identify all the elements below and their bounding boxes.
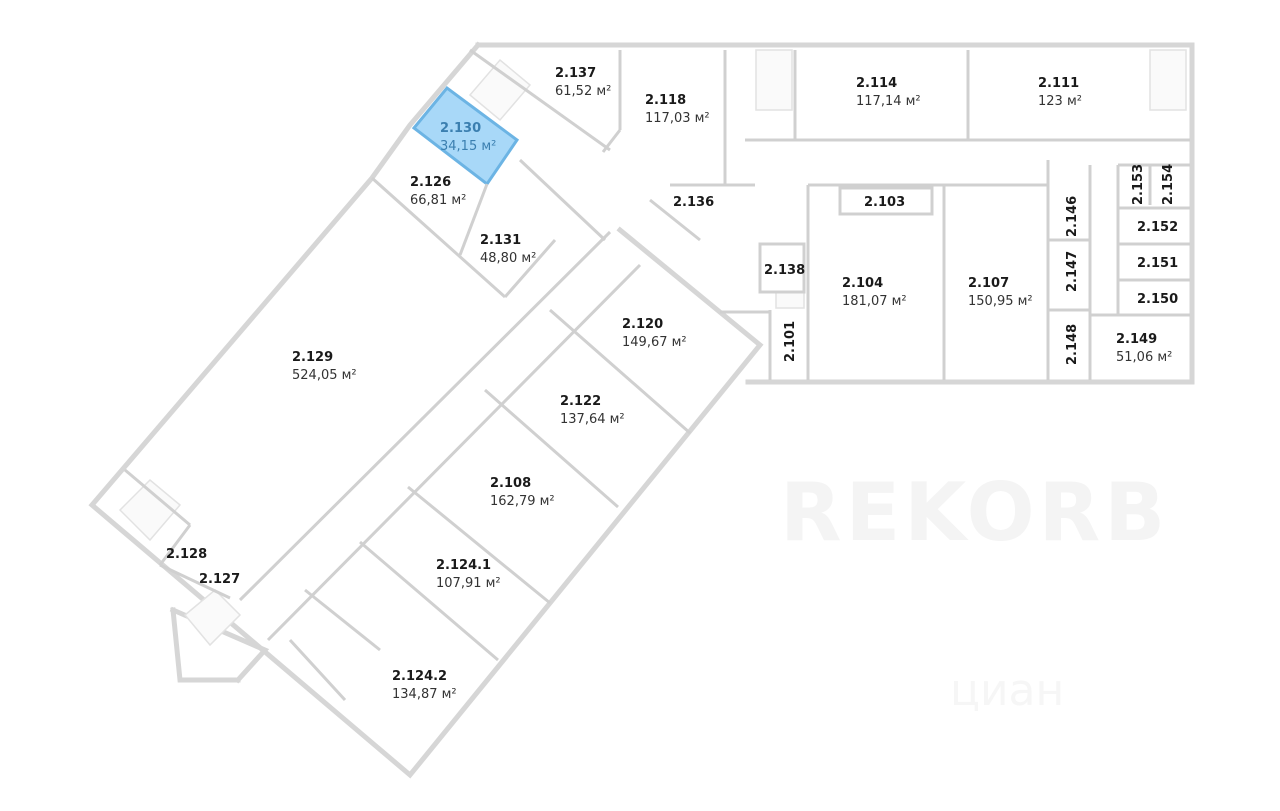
room-number: 2.118 [645,93,686,108]
room-number: 2.154 [1161,164,1176,205]
room-number: 2.138 [764,263,805,278]
room-number: 2.136 [673,195,714,210]
room-number: 2.124.2 [392,669,447,684]
room-number: 2.114 [856,76,897,91]
room-number: 2.120 [622,317,663,332]
room-2-137[interactable]: 2.137 61,52 м² [555,66,611,99]
room-2-138[interactable]: 2.138 [764,263,805,278]
room-2-103[interactable]: 2.103 [864,195,905,210]
room-area: 51,06 м² [1116,350,1172,365]
room-number: 2.127 [199,572,240,587]
room-number: 2.130 [440,121,481,136]
room-2-104[interactable]: 2.104 181,07 м² [842,276,907,309]
room-area: 134,87 м² [392,687,457,702]
room-2-131[interactable]: 2.131 48,80 м² [480,233,536,266]
room-number: 2.150 [1137,292,1178,307]
room-2-111[interactable]: 2.111 123 м² [1038,76,1082,109]
room-number: 2.146 [1065,196,1080,237]
room-2-151[interactable]: 2.151 [1137,256,1178,271]
watermark-brand: REKORB [780,466,1169,559]
interior-walls [124,48,1190,702]
room-area: 149,67 м² [622,335,687,350]
room-2-129[interactable]: 2.129 524,05 м² [292,350,357,383]
room-area: 34,15 м² [440,139,496,154]
room-number: 2.152 [1137,220,1178,235]
room-2-146[interactable]: 2.146 [1065,196,1080,237]
room-number: 2.128 [166,547,207,562]
room-area: 66,81 м² [410,193,466,208]
room-2-118[interactable]: 2.118 117,03 м² [645,93,710,126]
room-area: 162,79 м² [490,494,555,509]
room-number: 2.124.1 [436,558,491,573]
room-number: 2.131 [480,233,521,248]
room-2-153[interactable]: 2.153 [1131,164,1146,205]
room-2-126[interactable]: 2.126 66,81 м² [410,175,466,208]
room-number: 2.101 [783,321,798,362]
room-2-136[interactable]: 2.136 [673,195,714,210]
room-2-127[interactable]: 2.127 [199,572,240,587]
room-area: 181,07 м² [842,294,907,309]
room-number: 2.108 [490,476,531,491]
room-2-107[interactable]: 2.107 150,95 м² [968,276,1033,309]
room-area: 107,91 м² [436,576,501,591]
room-2-101[interactable]: 2.101 [783,321,798,362]
room-number: 2.104 [842,276,883,291]
room-2-130-highlight[interactable] [411,85,520,187]
room-number: 2.147 [1065,251,1080,292]
room-number: 2.111 [1038,76,1079,91]
room-area: 61,52 м² [555,84,611,99]
room-number: 2.151 [1137,256,1178,271]
room-2-122[interactable]: 2.122 137,64 м² [560,394,625,427]
room-area: 117,03 м² [645,111,710,126]
room-number: 2.148 [1065,324,1080,365]
room-2-108[interactable]: 2.108 162,79 м² [490,476,555,509]
room-number: 2.122 [560,394,601,409]
room-2-120[interactable]: 2.120 149,67 м² [622,317,687,350]
room-area: 524,05 м² [292,368,357,383]
room-number: 2.107 [968,276,1009,291]
room-2-148[interactable]: 2.148 [1065,324,1080,365]
room-2-147[interactable]: 2.147 [1065,251,1080,292]
room-area: 150,95 м² [968,294,1033,309]
room-number: 2.129 [292,350,333,365]
room-area: 117,14 м² [856,94,921,109]
room-area: 123 м² [1038,94,1082,109]
room-area: 137,64 м² [560,412,625,427]
room-2-124-2[interactable]: 2.124.2 134,87 м² [392,669,457,702]
room-2-128[interactable]: 2.128 [166,547,207,562]
room-2-149[interactable]: 2.149 51,06 м² [1116,332,1172,365]
room-number: 2.103 [864,195,905,210]
room-2-124-1[interactable]: 2.124.1 107,91 м² [436,558,501,591]
watermark-portal: циан [950,665,1064,716]
room-area: 48,80 м² [480,251,536,266]
room-2-150[interactable]: 2.150 [1137,292,1178,307]
room-2-130[interactable]: 2.130 34,15 м² [440,121,496,154]
room-2-152[interactable]: 2.152 [1137,220,1178,235]
room-labels: 2.137 61,52 м² 2.118 117,03 м² 2.114 117,14… [166,66,1178,702]
room-2-114[interactable]: 2.114 117,14 м² [856,76,921,109]
room-number: 2.153 [1131,164,1146,205]
room-number: 2.126 [410,175,451,190]
stairs [118,49,1187,647]
room-2-154[interactable]: 2.154 [1161,164,1176,205]
room-number: 2.137 [555,66,596,81]
room-number: 2.149 [1116,332,1157,347]
